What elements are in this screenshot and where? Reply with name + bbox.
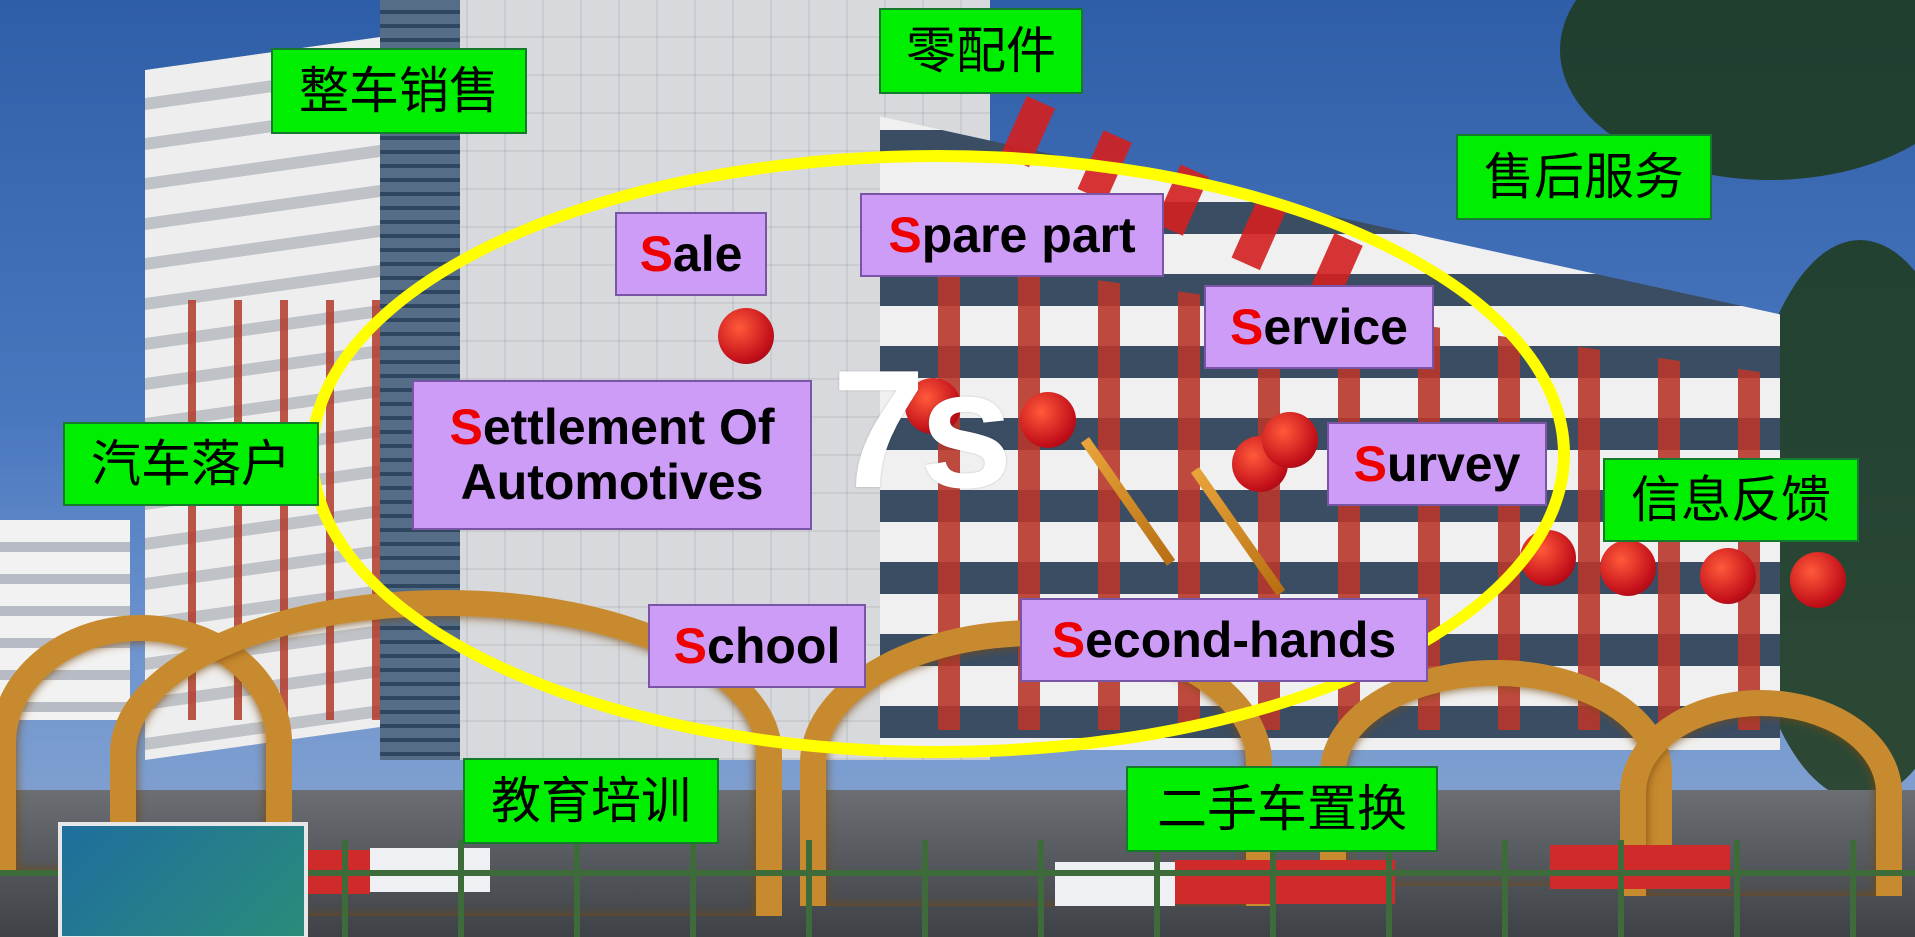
label-service: Service <box>1204 285 1434 369</box>
label-spare-parts-cn: 零配件 <box>879 8 1083 94</box>
label-vehicle-sales: 整车销售 <box>271 48 527 134</box>
label-second-hands: Second-hands <box>1020 598 1428 682</box>
seven-s-title: 7s <box>832 335 1013 523</box>
initial-s: S <box>1230 298 1264 355</box>
lantern-icon <box>1600 540 1656 596</box>
roadside-billboard <box>58 822 308 937</box>
label-school: School <box>648 604 866 688</box>
initial-s: S <box>449 399 483 455</box>
label-spare-part: Spare part <box>860 193 1164 277</box>
lantern-icon <box>1790 552 1846 608</box>
initial-s: S <box>1353 435 1387 492</box>
lantern-icon <box>1700 548 1756 604</box>
fence <box>0 840 1915 937</box>
initial-s: S <box>673 617 708 674</box>
label-training: 教育培训 <box>463 758 719 844</box>
label-survey: Survey <box>1327 422 1547 506</box>
label-after-sales: 售后服务 <box>1456 134 1712 220</box>
label-registration: 汽车落户 <box>63 422 319 506</box>
initial-s: S <box>1051 611 1086 668</box>
initial-s: S <box>888 206 922 263</box>
initial-s: S <box>639 225 673 282</box>
label-feedback: 信息反馈 <box>1603 458 1859 542</box>
label-sale: Sale <box>615 212 767 296</box>
label-settlement-of-automotives: Settlement Of Automotives <box>412 380 812 530</box>
label-trade-in: 二手车置换 <box>1126 766 1438 852</box>
